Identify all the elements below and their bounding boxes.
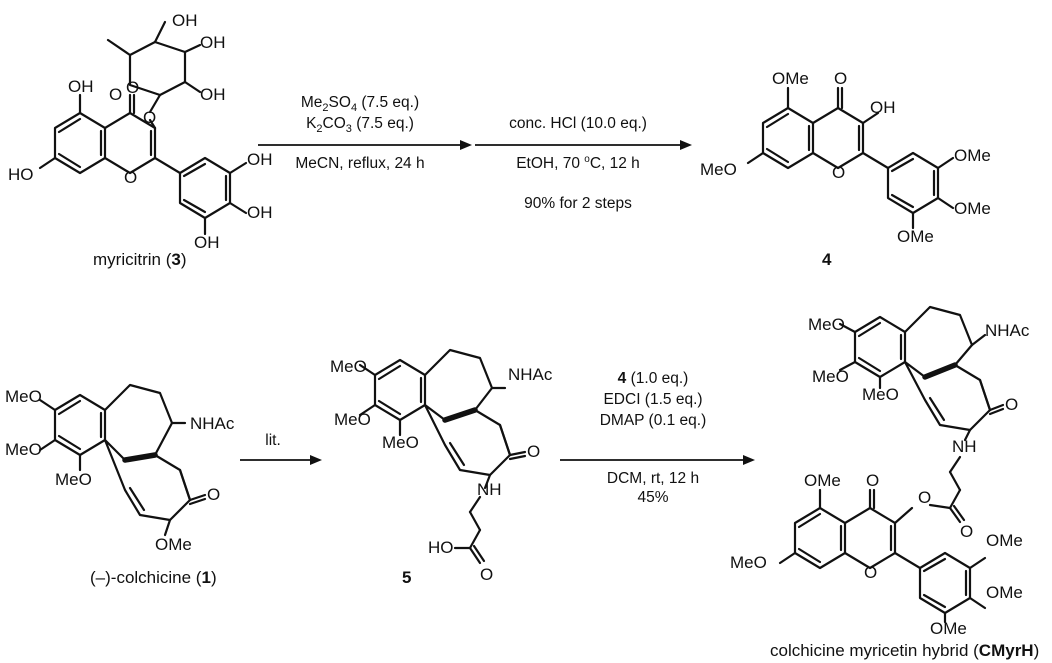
step4-reagent-line2: EDCI (1.5 eq.) (603, 391, 702, 408)
step3-reagent: lit. (265, 432, 281, 449)
hybrid-ome-label: OMe (986, 583, 1023, 602)
carbonyl-oxygen-label: O (1005, 395, 1018, 414)
hybrid-ome-label: OMe (804, 471, 841, 490)
colchicine-meo-label: MeO (5, 387, 42, 406)
compound4-structure: OMe O OH MeO O OMe OMe OMe (700, 69, 991, 246)
myricitrin-oh-label: OH (68, 77, 94, 96)
hybrid-name: colchicine myricetin hybrid (CMyrH) (770, 641, 1039, 660)
colchicine-structure: NHAc MeO MeO MeO O OMe (5, 383, 235, 554)
step2-conditions: EtOH, 70 oC, 12 h (516, 154, 640, 172)
carbonyl-oxygen-label: O (834, 69, 847, 88)
step1-conditions: MeCN, reflux, 24 h (295, 155, 424, 172)
glycosidic-oxygen-label: O (143, 108, 156, 127)
compound5-meo-label: MeO (330, 357, 367, 376)
myricitrin-name: myricitrin (3) (93, 250, 187, 269)
colchicine-name: (–)-colchicine (1) (90, 568, 217, 587)
hybrid-structure: NHAc MeO MeO MeO O NH O O (730, 305, 1030, 638)
ring-oxygen-label: O (832, 163, 845, 182)
carbonyl-oxygen-label: O (527, 442, 540, 461)
step1-reagent-line1: Me2SO4 (7.5 eq.) (301, 94, 419, 114)
compound5-meo-label: MeO (382, 433, 419, 452)
step4-reagent-line1: 4 (1.0 eq.) (618, 370, 689, 387)
step4-arrow (560, 455, 755, 465)
myricitrin-oh-label: OH (172, 11, 198, 30)
step2-reagent: conc. HCl (10.0 eq.) (509, 115, 647, 132)
compound4-ome-label: OMe (772, 69, 809, 88)
compound4-meo-label: MeO (700, 160, 737, 179)
acid-ho-label: HO (428, 538, 454, 557)
myricitrin-oh-label: OH (247, 203, 273, 222)
colchicine-meo-label: MeO (55, 470, 92, 489)
step2-yield: 90% for 2 steps (524, 195, 632, 212)
ester-carbonyl-oxygen-label: O (960, 522, 973, 541)
ring-oxygen-label: O (124, 168, 137, 187)
colchicine-meo-label: MeO (5, 440, 42, 459)
compound4-number: 4 (822, 250, 832, 269)
colchicine-ome-label: OMe (155, 535, 192, 554)
carbonyl-oxygen-label: O (126, 78, 139, 97)
carbonyl-oxygen-label: O (866, 471, 879, 490)
compound5-meo-label: MeO (334, 410, 371, 429)
ester-oxygen-label: O (918, 488, 931, 507)
compound5-structure: NHAc MeO MeO MeO O NH HO O (330, 348, 553, 584)
compound4-ome-label: OMe (954, 199, 991, 218)
step2-arrow (475, 140, 692, 150)
compound5-number: 5 (402, 568, 411, 587)
step1-arrow (258, 140, 472, 150)
hybrid-meo-label: MeO (808, 315, 845, 334)
myricitrin-oh-label: OH (247, 150, 273, 169)
myricitrin-oh-label: OH (200, 33, 226, 52)
myricitrin-ho-label: HO (8, 165, 34, 184)
nhac-label: NHAc (985, 321, 1030, 340)
step3-arrow (240, 455, 322, 465)
myricitrin-oh-label: OH (194, 233, 220, 252)
step4-conditions: DCM, rt, 12 h (607, 470, 699, 487)
ring-oxygen-label: O (864, 563, 877, 582)
carbonyl-oxygen-label: O (207, 485, 220, 504)
nhac-label: NHAc (190, 414, 235, 433)
hybrid-meo-label: MeO (862, 385, 899, 404)
sugar-ring-oxygen-label: O (109, 85, 122, 104)
nhac-label: NHAc (508, 365, 553, 384)
nh-label: NH (477, 480, 502, 499)
hybrid-meo-label: MeO (730, 553, 767, 572)
myricitrin-oh-label: OH (200, 85, 226, 104)
hybrid-ome-label: OMe (986, 531, 1023, 550)
acid-oxygen-label: O (480, 565, 493, 584)
step1-reagent-line2: K2CO3 (7.5 eq.) (306, 115, 414, 135)
hybrid-ome-label: OMe (930, 619, 967, 638)
nh-label: NH (952, 437, 977, 456)
hybrid-meo-label: MeO (812, 367, 849, 386)
myricitrin-structure: OH OH OH O O O O OH HO OH OH OH (8, 11, 273, 252)
compound4-oh-label: OH (870, 98, 896, 117)
step4-reagent-line3: DMAP (0.1 eq.) (600, 412, 707, 429)
compound4-ome-label: OMe (897, 227, 934, 246)
step4-yield: 45% (637, 489, 668, 506)
compound4-ome-label: OMe (954, 146, 991, 165)
